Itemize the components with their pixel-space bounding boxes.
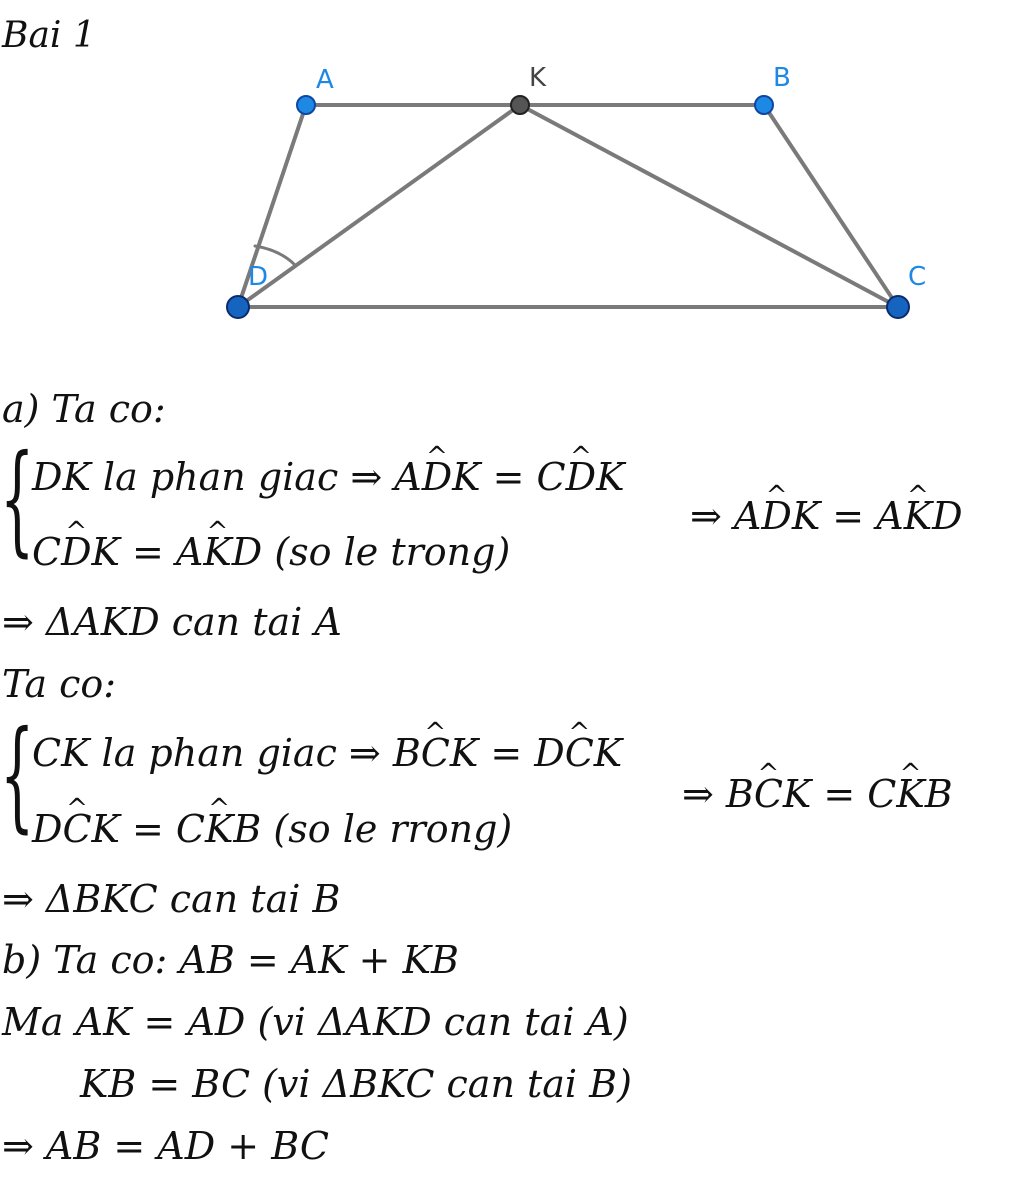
system2-line1: CK la phan giac ⇒ BCK = DCK xyxy=(32,734,622,772)
system2-brace: { xyxy=(0,706,35,845)
part-b-line4: ⇒ AB = AD + BC xyxy=(2,1124,329,1168)
system1-brace: { xyxy=(0,430,35,569)
trapezoid-figure: A K B D C xyxy=(226,63,926,319)
system1-line1: DK la phan giac ⇒ ADK = CDK xyxy=(32,458,624,496)
edge-KC xyxy=(518,103,900,309)
label-C: C xyxy=(908,262,926,292)
label-D: D xyxy=(248,262,268,292)
point-C xyxy=(886,295,910,319)
point-K xyxy=(510,95,530,115)
point-A xyxy=(296,95,316,115)
point-B xyxy=(754,95,774,115)
label-K: K xyxy=(529,63,547,93)
label-A: A xyxy=(316,65,334,95)
system1-result: ⇒ ADK = AKD xyxy=(690,497,963,535)
angle-arc-D xyxy=(253,244,297,267)
conclusion-1: ⇒ ΔAKD can tai A xyxy=(2,600,342,644)
system1-line2: CDK = AKD (so le trong) xyxy=(32,533,510,571)
part-b-line1: b) Ta co: AB = AK + KB xyxy=(2,938,459,982)
system2-result: ⇒ BCK = CKB xyxy=(682,775,953,813)
system2-line2: DCK = CKB (so le rrong) xyxy=(32,810,512,848)
label-B: B xyxy=(773,63,791,93)
edge-AD xyxy=(236,103,308,309)
point-D xyxy=(226,295,250,319)
page-title: Bai 1 xyxy=(2,15,96,56)
edge-BC xyxy=(762,103,900,309)
edge-DK xyxy=(236,103,522,309)
part-b-line2: Ma AK = AD (vi ΔAKD can tai A) xyxy=(2,1000,629,1044)
conclusion-2: ⇒ ΔBKC can tai B xyxy=(2,877,341,921)
part-b-line3: KB = BC (vi ΔBKC can tai B) xyxy=(80,1062,632,1106)
part-a-intro: a) Ta co: xyxy=(2,387,166,431)
part-a-intro-2: Ta co: xyxy=(2,662,117,706)
